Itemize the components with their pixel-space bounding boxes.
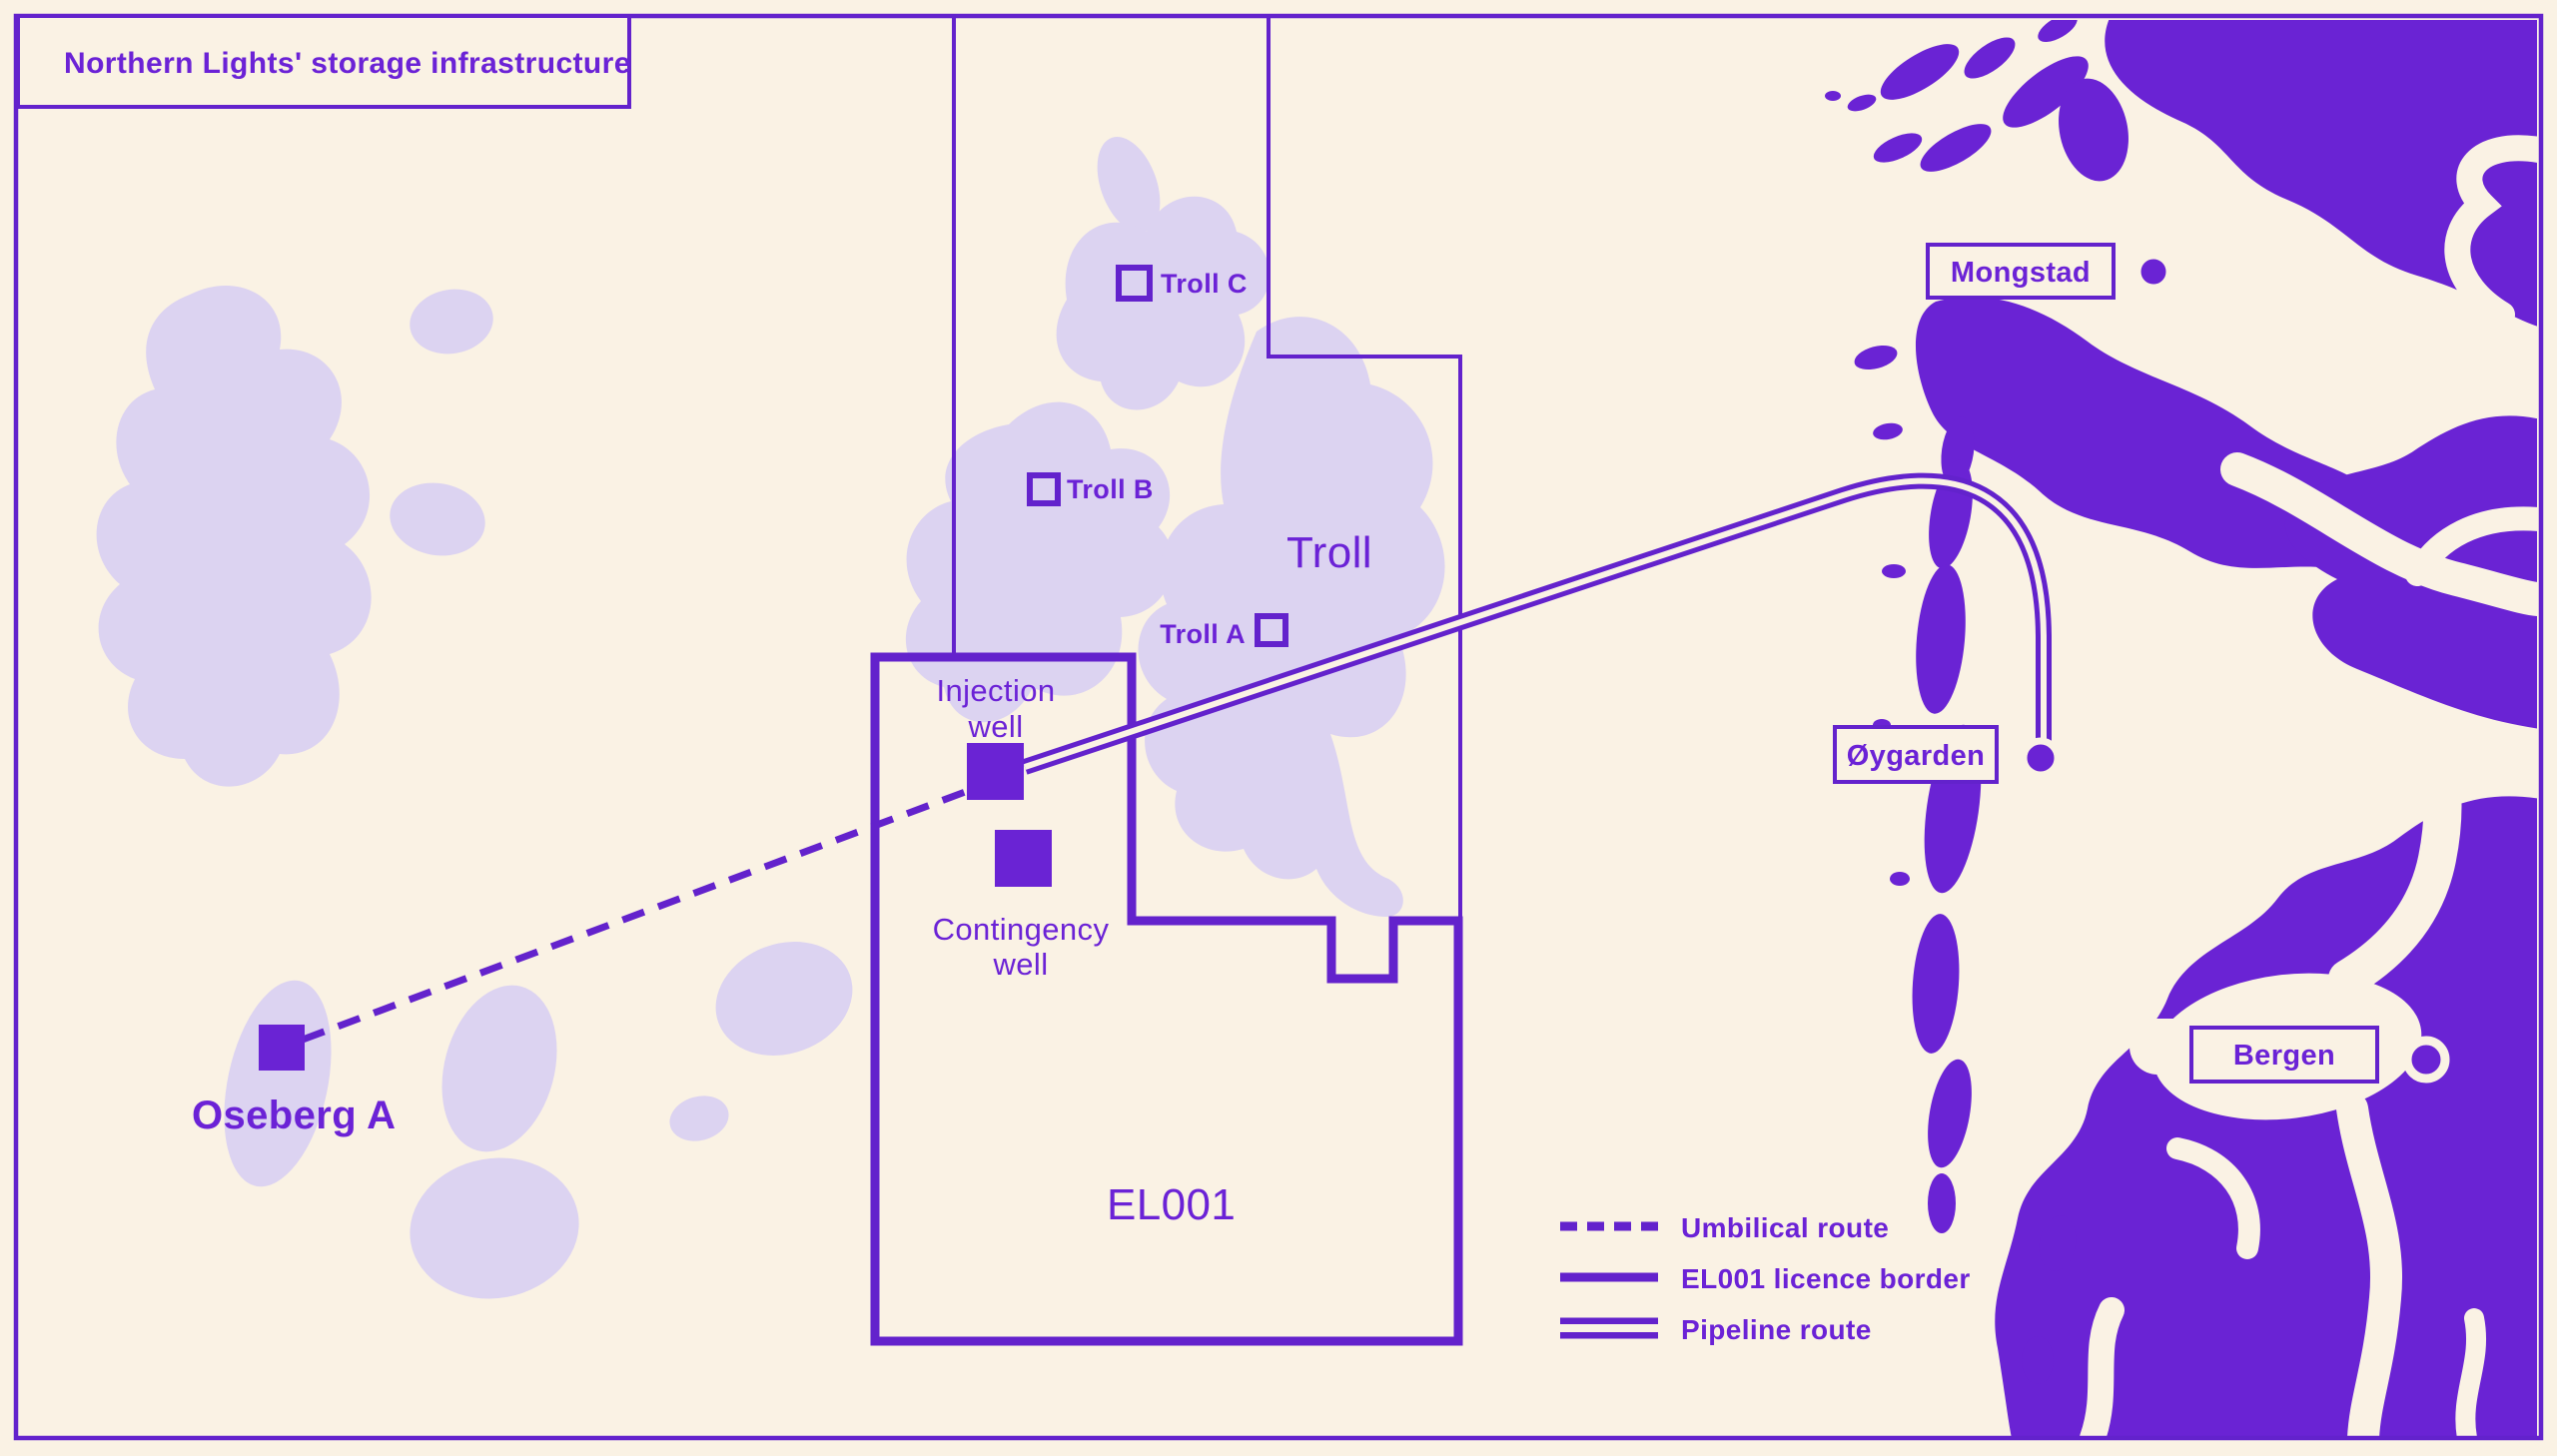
place-name: Mongstad <box>1951 257 2091 289</box>
troll-field-north <box>1056 196 1271 410</box>
troll-a-label: Troll A <box>1160 619 1246 649</box>
pipeline-route-core <box>1024 477 2047 770</box>
troll-b-label: Troll B <box>1067 474 1154 504</box>
field-blob <box>715 942 853 1056</box>
troll-c-label: Troll C <box>1161 269 1248 299</box>
fjord <box>2455 1308 2487 1438</box>
island <box>2059 78 2129 182</box>
troll-a-marker <box>1255 613 1288 647</box>
oseberg-field-shape <box>96 286 372 787</box>
troll-b-marker <box>1027 472 1061 506</box>
legend: Umbilical route EL001 licence border Pip… <box>1560 1212 1971 1345</box>
injection-well-label-line2: well <box>967 709 1023 744</box>
place-name: Øygarden <box>1847 740 1986 772</box>
contingency-well-label-line2: well <box>992 947 1048 982</box>
island <box>1964 37 2016 79</box>
island <box>1847 94 1877 112</box>
troll-c-marker <box>1116 265 1153 302</box>
field-blob <box>410 1157 579 1299</box>
injection-well-marker <box>967 743 1024 800</box>
umbilical-route-line <box>301 784 978 1044</box>
injection-well-label-line1: Injection <box>936 673 1055 708</box>
map-frame <box>13 13 2544 1441</box>
licence-borders <box>870 18 1463 1346</box>
troll-licence-border-east <box>1267 18 1462 921</box>
oseberg-a-marker <box>259 1025 305 1071</box>
gas-fields <box>96 137 1445 1299</box>
island <box>1912 914 1960 1054</box>
island <box>2039 1215 2077 1271</box>
contingency-well-marker <box>995 830 1052 887</box>
place-label-bergen: Bergen <box>2189 1026 2379 1084</box>
fjord <box>2328 720 2462 998</box>
fjord <box>2405 506 2537 586</box>
legend-label: EL001 licence border <box>1681 1263 1971 1294</box>
troll-field-stem <box>1097 137 1161 233</box>
el001-label: EL001 <box>1107 1180 1236 1229</box>
island <box>2022 1336 2054 1384</box>
troll-field-west <box>905 401 1174 723</box>
island <box>1873 133 1923 163</box>
island <box>1882 564 1906 578</box>
island <box>2003 56 2089 128</box>
field-blob <box>410 289 493 355</box>
el001-licence-border <box>870 652 1463 1346</box>
fjord <box>2166 1137 2260 1259</box>
place-label-mongstad: Mongstad <box>1926 243 2116 300</box>
island <box>2038 20 2078 42</box>
mongstad-marker <box>2133 252 2173 292</box>
bergen-marker <box>2402 1036 2450 1084</box>
field-blob <box>669 1095 729 1141</box>
fjord <box>2080 1297 2125 1438</box>
legend-label: Umbilical route <box>1681 1212 1889 1243</box>
contingency-well-label-line1: Contingency <box>933 912 1110 947</box>
field-blob <box>441 985 557 1152</box>
island <box>1928 1059 1972 1168</box>
oseberg-a-label: Oseberg A <box>192 1093 396 1137</box>
oygarden-marker <box>2020 737 2062 779</box>
island <box>1928 1173 1956 1233</box>
troll-field-east <box>1138 317 1445 918</box>
island <box>1890 872 1910 886</box>
island <box>1873 422 1903 440</box>
island <box>1916 564 1966 714</box>
place-name: Bergen <box>2233 1040 2335 1072</box>
title-box: Northern Lights' storage infrastructure <box>16 14 631 109</box>
island <box>1920 124 1992 172</box>
fjord <box>2444 135 2537 328</box>
island <box>1854 345 1898 370</box>
troll-field-label: Troll <box>1286 528 1372 577</box>
land-shape <box>2105 20 2537 327</box>
place-label-oygarden: Øygarden <box>1833 725 1999 784</box>
legend-label: Pipeline route <box>1681 1314 1872 1345</box>
map-title: Northern Lights' storage infrastructure <box>64 47 631 80</box>
island <box>1880 44 1960 100</box>
fjord <box>2336 1092 2402 1438</box>
island <box>1825 91 1841 101</box>
field-blob <box>390 482 485 556</box>
